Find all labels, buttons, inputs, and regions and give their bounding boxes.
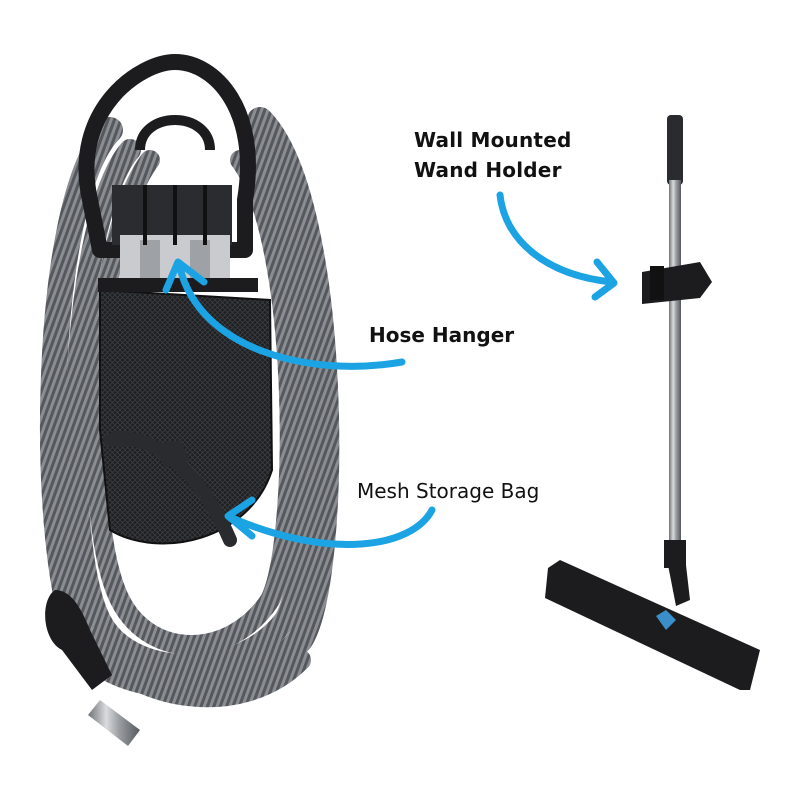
mesh-storage-bag (99, 288, 274, 545)
hose-hanger-bracket (78, 54, 258, 292)
hose-hanger-label: Hose Hanger (369, 323, 515, 347)
vacuum-wand (545, 115, 760, 690)
wand-holder-clip (642, 262, 712, 304)
hose-end-handle (45, 590, 140, 746)
arrow-mesh-bag (224, 496, 436, 548)
mesh-bag-label: Mesh Storage Bag (357, 479, 540, 503)
arrow-wand-holder (496, 191, 618, 301)
arrow-hose-hanger (162, 258, 406, 370)
wand-holder-label-line1: Wall Mounted (414, 128, 572, 152)
wand-holder-label: Wall Mounted Wand Holder (414, 125, 571, 185)
floor-tool-head (545, 560, 760, 690)
wand-holder-label-line2: Wand Holder (414, 158, 562, 182)
